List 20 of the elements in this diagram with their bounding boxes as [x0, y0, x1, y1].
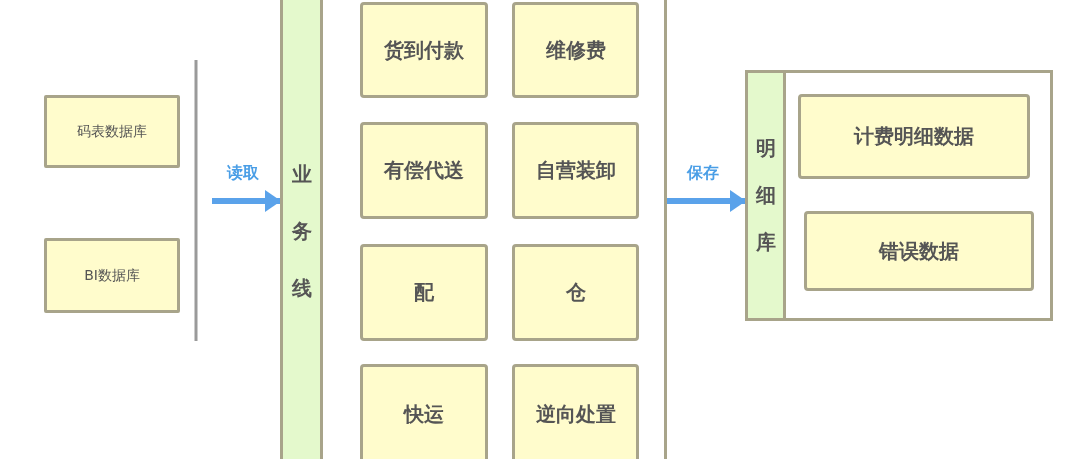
category-box: 配	[360, 244, 488, 341]
category-box: 逆向处置	[512, 364, 639, 459]
database-box: BI数据库	[44, 238, 180, 313]
category-box: 货到付款	[360, 2, 488, 98]
group-heading: 业务线	[291, 160, 312, 302]
edge-label: 保存	[685, 163, 721, 184]
group-frame	[745, 70, 1053, 321]
edge-label: 读取	[225, 163, 261, 184]
arrow	[667, 190, 746, 212]
category-box: 计费明细数据	[798, 94, 1030, 179]
category-box: 维修费	[512, 2, 639, 98]
category-box: 仓	[512, 244, 639, 341]
category-box: 快运	[360, 364, 488, 459]
group-frame	[280, 0, 667, 459]
category-box: 错误数据	[804, 211, 1034, 291]
arrow	[212, 190, 281, 212]
database-box: 码表数据库	[44, 95, 180, 168]
category-box: 自营装卸	[512, 122, 639, 219]
category-box: 有偿代送	[360, 122, 488, 219]
group-heading: 明细库	[755, 135, 776, 256]
